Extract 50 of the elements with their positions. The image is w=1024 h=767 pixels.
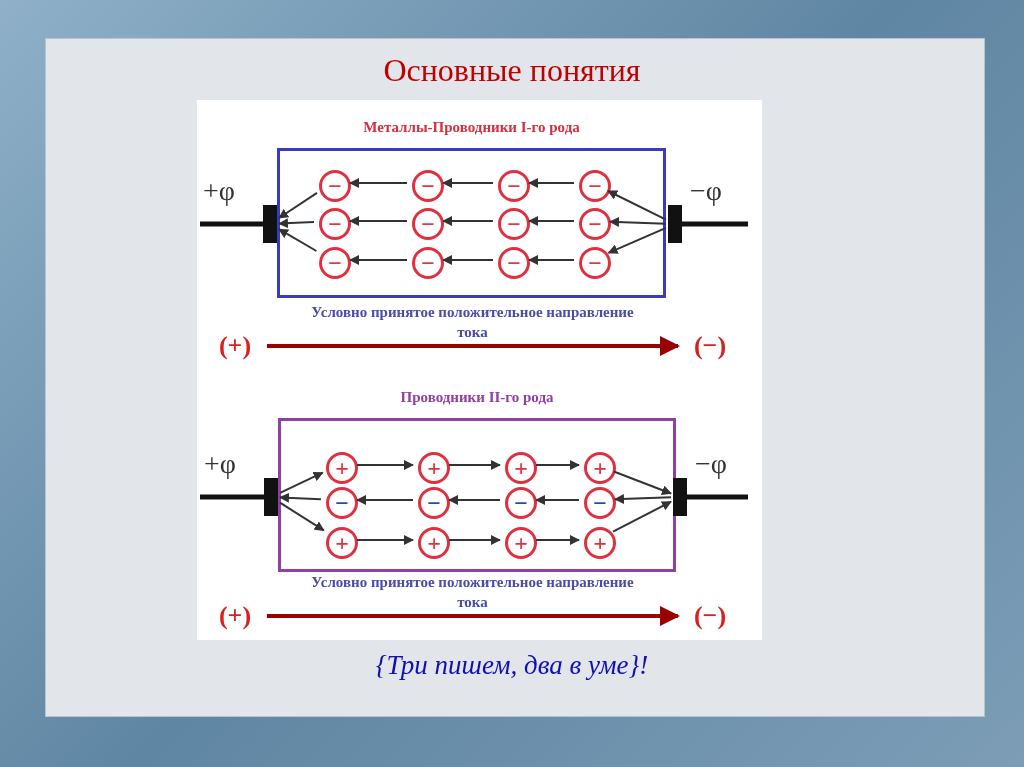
arrow: [278, 218, 315, 229]
arrow: [448, 535, 501, 545]
arrow: [349, 178, 408, 188]
edge-label: Условно принятое положительное направление тока: [310, 303, 635, 342]
potential-label: −φ: [695, 448, 727, 480]
arrow: [356, 535, 414, 545]
slide-caption: {Три пишем, два в уме}!: [374, 650, 650, 681]
arrow: [356, 495, 414, 505]
arrow: [528, 255, 575, 265]
arrow: [267, 606, 680, 626]
arrow: [528, 178, 575, 188]
slide-title: Основные понятия: [382, 52, 642, 89]
polarity-label: (−): [680, 600, 740, 632]
electrode-bar: [668, 205, 682, 243]
arrow: [448, 495, 501, 505]
arrow: [442, 178, 494, 188]
electrode-bar: [673, 478, 687, 516]
box-heading: Металлы-Проводники I-го рода: [362, 119, 581, 136]
arrow: [535, 460, 580, 470]
arrow: [528, 216, 575, 226]
arrow: [279, 471, 324, 494]
arrow: [279, 492, 322, 503]
polarity-label: (+): [205, 330, 265, 362]
arrow: [448, 460, 501, 470]
arrow: [278, 191, 318, 219]
arrow: [607, 226, 667, 254]
arrow: [349, 255, 408, 265]
potential-label: +φ: [204, 448, 236, 480]
potential-label: −φ: [690, 175, 722, 207]
arrow: [607, 190, 667, 221]
arrow: [442, 255, 494, 265]
arrow: [612, 470, 672, 495]
arrow: [356, 460, 414, 470]
edge-label: Условно принятое положительное направление тока: [310, 573, 635, 612]
arrow: [442, 216, 494, 226]
potential-label: +φ: [203, 175, 235, 207]
arrow: [349, 216, 408, 226]
arrow: [609, 217, 667, 227]
electrode-bar: [264, 478, 278, 516]
arrow: [279, 501, 325, 532]
electrode-bar: [263, 205, 277, 243]
polarity-label: (−): [680, 330, 740, 362]
arrow: [535, 495, 580, 505]
box-heading: Проводники II-го рода: [399, 389, 555, 406]
arrow: [612, 500, 672, 533]
polarity-label: (+): [205, 600, 265, 632]
arrow: [267, 336, 680, 356]
arrow: [614, 494, 672, 504]
arrow: [278, 228, 318, 252]
arrow: [535, 535, 580, 545]
